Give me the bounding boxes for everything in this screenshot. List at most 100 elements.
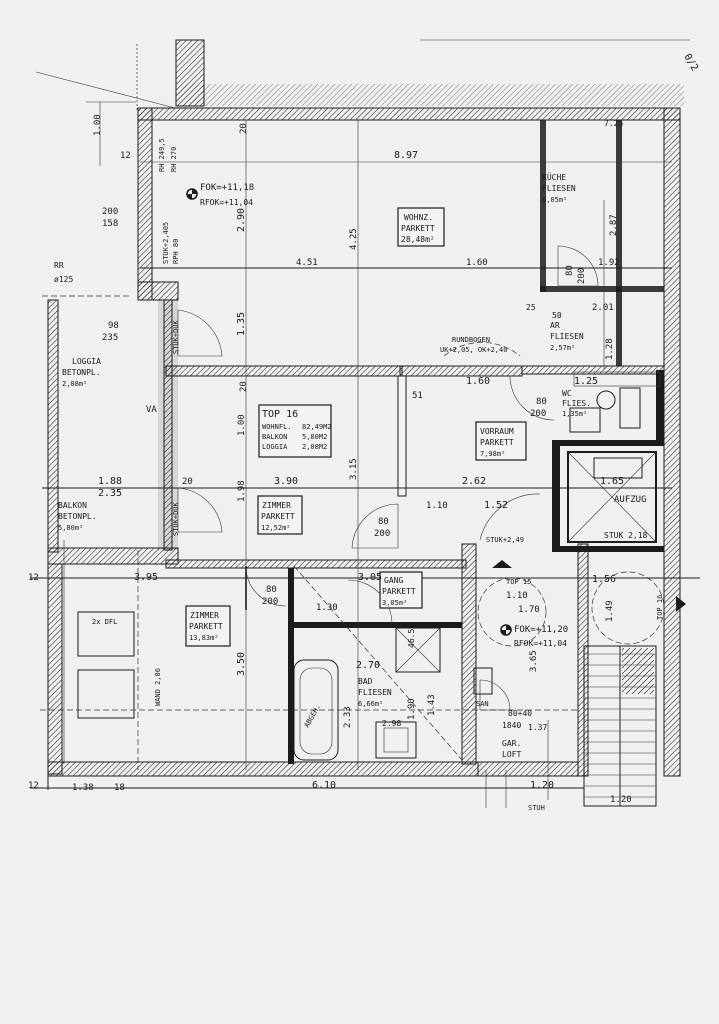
room-vorraum-floor: PARKETT (480, 438, 514, 447)
exterior-walls (47, 107, 681, 777)
stuk-duk-2: STUK+DUK (172, 501, 180, 536)
dim: 1.56 (592, 574, 616, 585)
dim: 1.88 (98, 476, 122, 487)
apartment-row-value: 2,08M2 (302, 443, 327, 451)
roof-strip (35, 39, 690, 112)
room-bad-name: BAD (358, 677, 373, 686)
dim: 1.00 (93, 114, 103, 136)
dim: 1.28 (605, 338, 615, 360)
stuk-label: STUK 2,18 (604, 531, 648, 540)
rh1-label: RH 249,5 (158, 138, 166, 172)
dim: 1.98 (237, 480, 247, 502)
stuk-side-label: STUK+2,405 (162, 222, 170, 264)
dim: 50 (552, 311, 562, 320)
room-kueche-area: 6,05m² (542, 196, 567, 204)
dim: 98 (108, 321, 119, 331)
dim: 200 (262, 597, 278, 607)
dim: 1.25 (574, 376, 598, 387)
rfok-top: RFOK=+11,04 (200, 198, 253, 207)
dim: 200 (530, 409, 546, 419)
dim: 80 (565, 265, 575, 276)
dim: 12 (28, 781, 39, 791)
room-zimmer1-floor: PARKETT (261, 512, 295, 521)
rh2-label: RH 270 (170, 147, 178, 172)
dim: 3.05 (358, 572, 382, 583)
stuk-h-label: STUK+2,49 (486, 536, 524, 544)
room-gang-name: GANG (384, 576, 403, 585)
room-balkon-area: 5,80m² (58, 524, 83, 532)
bath-fixtures (77, 371, 661, 761)
level-markers: FOK=+11,18 RFOK=+11,04 FOK=+11,20 RFOK=+… (186, 183, 568, 648)
dim: 1.60 (466, 258, 488, 268)
aufzug-label: AUFZUG (614, 495, 647, 505)
apartment-row-label: WOHNFL. (262, 423, 292, 431)
room-wc-floor: FLIES. (562, 399, 591, 408)
dimension-labels: 8.97 4.51 1.60 1.92 2.01 2.90 4.25 1.35 … (28, 114, 632, 805)
dim: 235 (102, 333, 118, 343)
room-zimmer1-area: 12,52m² (261, 524, 291, 532)
wand-label: WAND 2,06 (154, 668, 162, 706)
dim: 1.92 (598, 258, 620, 268)
apartment-row-value: 5,80M2 (302, 433, 327, 441)
dim: 8.97 (394, 150, 418, 161)
room-balkon-floor: BETONPL. (58, 512, 97, 521)
staircase (583, 645, 657, 807)
elevator-shaft (567, 451, 657, 543)
apartment-row-value: 82,49M2 (302, 423, 332, 431)
room-kueche-floor: FLIESEN (542, 184, 576, 193)
dim: 6.10 (312, 780, 336, 791)
dim: 1.70 (518, 605, 540, 615)
room-wc-area: 1,35m² (562, 410, 587, 418)
room-balkon-name: BALKON (58, 501, 87, 510)
dim: 158 (102, 219, 118, 229)
rr-label: RR (54, 261, 64, 270)
top15-label: TOP 15 (506, 578, 531, 586)
rfok-bottom: RFOK=+11,04 (514, 639, 567, 648)
dim: 4.51 (296, 258, 318, 268)
dim: 1.43 (427, 694, 437, 716)
dim: 2.90 (236, 208, 247, 232)
dim: 1.35 (236, 312, 247, 336)
room-zimmer2-name: ZIMMER (190, 611, 219, 620)
dim: 2.01 (592, 303, 614, 313)
room-wohnz-area: 28,48m² (401, 235, 435, 244)
dim: 25 (526, 303, 536, 312)
interior-walls (165, 120, 665, 777)
dim: 46.5 (407, 629, 416, 648)
dim: 4.25 (349, 228, 359, 250)
room-zimmer2-floor: PARKETT (189, 622, 223, 631)
dim: 1.10 (506, 591, 528, 601)
dim: 1.52 (484, 500, 508, 511)
apartment-row-label: BALKON (262, 433, 287, 441)
room-ar-floor: FLIESEN (550, 332, 584, 341)
stuk-duk-1: STUK+DUK (172, 319, 180, 354)
door-swings (177, 245, 665, 711)
dim: 1.20 (610, 795, 632, 805)
apartment-row-label: LOGGIA (262, 443, 288, 451)
va-label: VA (146, 405, 157, 415)
room-loggia-area: 2,08m² (62, 380, 87, 388)
dim: 3.65 (529, 650, 539, 672)
dimension-lines (30, 101, 700, 808)
room-loggia-name: LOGGIA (72, 357, 101, 366)
room-garloft-floor: LOFT (502, 750, 521, 759)
room-kueche-name: KÜCHE (542, 172, 566, 182)
top16-small-label: TOP 16 (656, 595, 664, 620)
room-bad-floor: FLIESEN (358, 688, 392, 697)
corner-note: 0/2 (681, 52, 700, 73)
dim: 1.65 (600, 476, 624, 487)
dim: 1.38 (72, 783, 94, 793)
room-wohnz-name: WOHNZ. (404, 213, 433, 222)
rundbogen-sub: UK+2,05, OK+2,40 (440, 346, 507, 354)
dim: 200 (102, 207, 118, 217)
rph-label: RPH 80 (172, 239, 180, 264)
dim: 1.90 (407, 698, 417, 720)
dim: 20 (239, 381, 249, 392)
dim: 200 (577, 268, 587, 284)
dim: 80 (266, 585, 277, 595)
dfl-label: 2x DFL (92, 618, 117, 626)
dim: 1.00 (237, 414, 247, 436)
dim: 1.37 (528, 723, 547, 732)
